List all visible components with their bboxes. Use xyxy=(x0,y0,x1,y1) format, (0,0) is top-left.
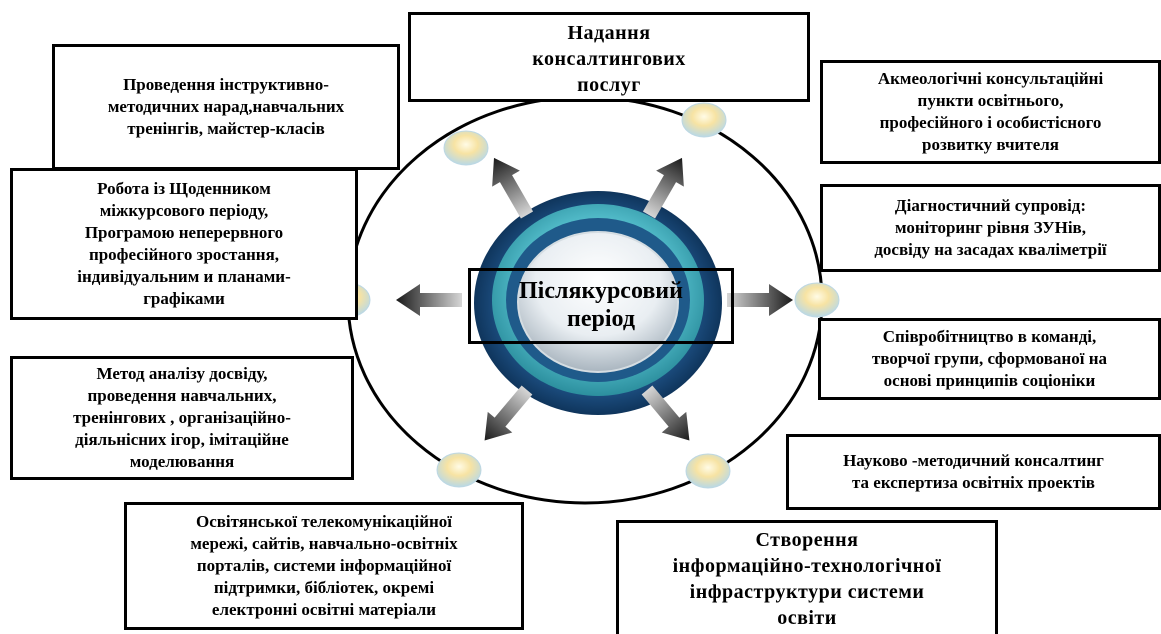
box-it-infrastructure: Створення інформаційно-технологічної інф… xyxy=(616,520,998,634)
center-disc-inner xyxy=(517,231,679,373)
box-scientific-consulting: Науково -методичний консалтинг та експер… xyxy=(786,434,1161,510)
box-diagnostic-support: Діагностичний супровід: моніторинг рівня… xyxy=(820,184,1161,272)
arrow-right xyxy=(727,284,793,316)
arrow-up-left xyxy=(480,149,541,223)
box-team-cooperation: Співробітництво в команді, творчої групи… xyxy=(818,318,1161,400)
box-consulting-services: Надання консалтингових послуг xyxy=(408,12,810,102)
ring-dot-bottom-left xyxy=(436,452,482,488)
box-acmeological-points: Акмеологічні консультаційні пункти освіт… xyxy=(820,60,1161,164)
box-experience-analysis: Метод аналізу досвіду, проведення навчал… xyxy=(10,356,354,480)
ring-dot-top-left xyxy=(443,130,489,166)
ring-dot-bottom-right xyxy=(685,453,731,489)
box-diary-work: Робота із Щоденником міжкурсового період… xyxy=(10,168,358,320)
arrow-left xyxy=(396,284,462,316)
box-telecom-network: Освітянської телекомунікаційної мережі, … xyxy=(124,502,524,630)
center-label: Післякурсовий період xyxy=(468,268,734,344)
box-instructional-meetings: Проведення інструктивно- методичних нара… xyxy=(52,44,400,170)
ring-dot-top-right xyxy=(681,102,727,138)
ring-dot-right xyxy=(794,282,840,318)
